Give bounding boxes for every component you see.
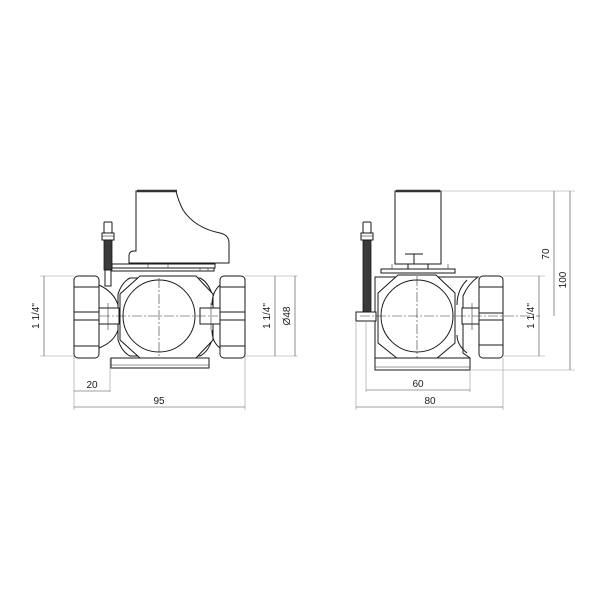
dim-overall-width: 95 — [153, 396, 165, 407]
side-dimensions — [355, 190, 575, 410]
dim-height-axis: 70 — [541, 248, 552, 260]
right-fitting — [219, 275, 246, 359]
side-center-lines — [360, 276, 540, 358]
side-sensor-probe — [360, 221, 374, 314]
dim-port-left: 1 1/4" — [31, 303, 42, 329]
actuator-cylinder — [394, 189, 442, 265]
dim-diameter: Ø48 — [282, 306, 293, 325]
dim-side-port: 1 1/4" — [526, 303, 537, 329]
dim-offset: 20 — [86, 380, 98, 391]
actuator-housing — [128, 189, 230, 264]
side-valve-body — [374, 274, 480, 371]
dim-side-overall-width: 80 — [424, 396, 436, 407]
valve-body — [117, 275, 214, 359]
mounting-plate — [107, 263, 216, 272]
side-mounting-plate — [380, 263, 456, 274]
front-dimensions — [40, 275, 298, 410]
front-view: 1 1/4" 1 1/4" Ø48 20 95 — [31, 189, 298, 410]
side-view: 70 100 1 1/4" 60 80 — [355, 189, 575, 410]
side-base-plate — [374, 357, 471, 371]
left-fitting — [73, 275, 100, 359]
dim-overall-height: 100 — [558, 271, 569, 288]
dim-axis-width: 60 — [412, 379, 424, 390]
dim-port-right: 1 1/4" — [262, 303, 273, 329]
center-lines — [100, 278, 218, 358]
side-right-fitting — [478, 275, 504, 359]
base-plate — [110, 357, 210, 369]
sensor-stub — [355, 311, 377, 322]
